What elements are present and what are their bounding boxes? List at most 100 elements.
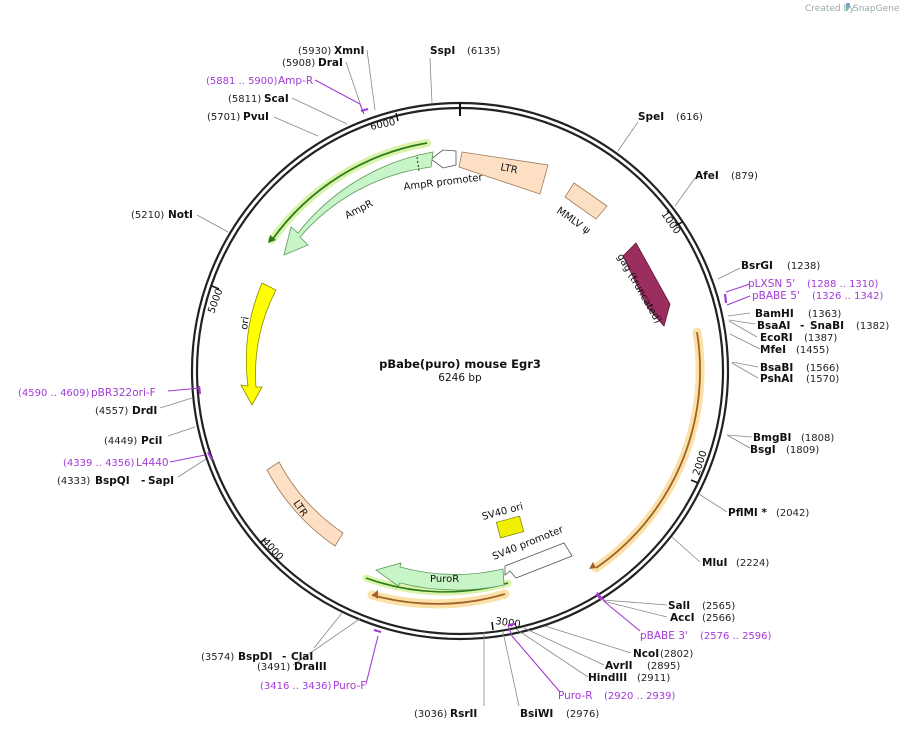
site-pos: (1809) — [786, 445, 819, 456]
primer-plxsn5[interactable]: pLXSN 5'(1288 .. 1310) — [748, 278, 879, 290]
primer-pbabe5[interactable]: pBABE 5'(1326 .. 1342) — [752, 290, 884, 302]
site-pos: (1363) — [808, 309, 841, 320]
site-noti[interactable]: (5210)NotI — [131, 209, 193, 221]
feature-sv40-ori[interactable] — [495, 515, 525, 539]
site-pos: (3574) — [201, 652, 234, 663]
feature-mmlv-psi[interactable] — [564, 182, 608, 220]
feature-puror-label: PuroR — [430, 574, 459, 585]
site-pvui[interactable]: (5701)PvuI — [207, 111, 269, 123]
feature-ltr-top[interactable] — [458, 151, 549, 195]
primer-pbabe3[interactable]: pBABE 3'(2576 .. 2596) — [640, 630, 772, 642]
feature-sv40-promoter[interactable] — [504, 542, 573, 579]
primer-range: (4590 .. 4609) — [18, 388, 90, 399]
position-ticks — [211, 112, 699, 631]
site-bsgi[interactable]: BsgI (1809) — [750, 444, 819, 456]
site-acci[interactable]: AccI(2566) — [670, 612, 735, 624]
snapgene-brand: SnapGene — [853, 4, 900, 14]
tick-label-6000: 6000 — [369, 117, 396, 133]
site-name: BamHI — [755, 308, 794, 320]
site-name: AfeI — [695, 170, 719, 182]
primer-pbr322ori-f[interactable]: (4590 .. 4609)pBR322ori-F — [18, 387, 156, 399]
primer-name: pBR322ori-F — [91, 387, 156, 399]
site-sspi[interactable]: SspI(6135) — [430, 45, 500, 57]
site-xmni[interactable]: (5930)XmnI — [298, 45, 364, 57]
feature-ori[interactable] — [240, 282, 277, 406]
site-spei[interactable]: SpeI(616) — [638, 111, 703, 123]
primer-range: (4339 .. 4356) — [63, 458, 135, 469]
primer-name: Puro-R — [558, 690, 593, 702]
primer-amp-r[interactable]: (5881 .. 5900)Amp-R — [206, 75, 313, 87]
site-name: BsiWI — [520, 708, 553, 720]
site-bsrgi[interactable]: BsrGI(1238) — [741, 260, 820, 272]
site-pshai[interactable]: PshAI(1570) — [760, 373, 839, 385]
site-name-2: SnaBI — [810, 320, 844, 332]
site-bsiwi[interactable]: BsiWI(2976) — [520, 708, 599, 720]
site-pos: (1808) — [801, 433, 834, 444]
site-mlui[interactable]: MluI(2224) — [702, 557, 769, 569]
site-bsabi[interactable]: BsaBI(1566) — [760, 362, 839, 374]
site-pos: (4449) — [104, 436, 137, 447]
orf-puro-line — [371, 593, 506, 605]
site-name: BspQI — [95, 475, 130, 487]
tick-label-4000: 4000 — [260, 537, 285, 563]
site-sep: - — [141, 475, 145, 487]
site-bsaai-snabi[interactable]: BsaAI-SnaBI(1382) — [757, 320, 889, 332]
site-bamhi[interactable]: BamHI (1363) — [755, 308, 841, 320]
site-drdi[interactable]: (4557)DrdI — [95, 405, 157, 417]
site-name: PciI — [141, 435, 162, 447]
site-name: PvuI — [243, 111, 269, 123]
site-ecori[interactable]: EcoRI(1387) — [760, 332, 837, 344]
site-pos: (616) — [676, 112, 703, 123]
site-pos: (2895) — [647, 661, 680, 672]
site-mfei[interactable]: MfeI(1455) — [760, 344, 829, 356]
site-bspdi-clai[interactable]: (3574)BspDI-ClaI — [201, 651, 313, 663]
site-name: DraIII — [294, 661, 327, 673]
tick-4000 — [259, 537, 267, 544]
primer-puro-r[interactable]: Puro-R(2920 .. 2939) — [558, 690, 676, 702]
site-leader-lines — [159, 49, 761, 707]
tick-1000 — [675, 221, 683, 227]
site-sali[interactable]: SalI(2565) — [668, 600, 735, 612]
site-rsrii[interactable]: (3036)RsrII — [414, 708, 477, 720]
feature-puror[interactable] — [375, 562, 505, 591]
site-ncoi[interactable]: NcoI(2802) — [633, 648, 693, 660]
site-name: BspDI — [238, 651, 272, 663]
site-name: XmnI — [334, 45, 364, 57]
site-draiii[interactable]: (3491)DraIII — [257, 661, 327, 673]
site-pos: (2802) — [660, 649, 693, 660]
site-pos: (879) — [731, 171, 758, 182]
feature-gag-truncated[interactable] — [622, 242, 671, 327]
site-hindiii[interactable]: HindIII(2911) — [588, 672, 670, 684]
site-pos: (2565) — [702, 601, 735, 612]
site-name: ScaI — [264, 93, 289, 105]
site-name-2: SapI — [148, 475, 174, 487]
site-pos: (2224) — [736, 558, 769, 569]
site-pos: (1570) — [806, 374, 839, 385]
primer-l4440[interactable]: (4339 .. 4356)L4440 — [63, 457, 169, 469]
feature-ltr-bottom[interactable] — [266, 461, 344, 547]
site-pos: (3036) — [414, 709, 447, 720]
orf-ampr-arrowhead — [268, 235, 276, 243]
site-afei[interactable]: AfeI (879) — [695, 170, 758, 182]
orf-egr3-highlight — [591, 327, 705, 573]
site-avrii[interactable]: AvrII(2895) — [605, 660, 680, 672]
plasmid-size: 6246 bp — [438, 372, 482, 384]
site-scai[interactable]: (5811)ScaI — [228, 93, 289, 105]
primer-marks — [197, 107, 728, 634]
site-name: BsgI — [750, 444, 776, 456]
site-bmgbi[interactable]: BmgBI(1808) — [753, 432, 834, 444]
site-drai[interactable]: (5908)DraI — [282, 57, 343, 69]
site-pos: (5701) — [207, 112, 240, 123]
site-name: HindIII — [588, 672, 627, 684]
plasmid-title: pBabe(puro) mouse Egr3 — [379, 357, 541, 371]
site-pos: (5908) — [282, 58, 315, 69]
site-pflmi[interactable]: PflMI *(2042) — [728, 507, 809, 519]
site-pos: (2566) — [702, 613, 735, 624]
site-bspqi-sapi[interactable]: (4333)BspQI-SapI — [57, 475, 174, 487]
site-pcii[interactable]: (4449) PciI — [104, 435, 162, 447]
primer-range: (5881 .. 5900) — [206, 76, 278, 87]
feature-ampr-promoter[interactable] — [430, 149, 457, 169]
site-pos: (1387) — [804, 333, 837, 344]
primer-puro-f[interactable]: (3416 .. 3436)Puro-F — [260, 680, 366, 692]
